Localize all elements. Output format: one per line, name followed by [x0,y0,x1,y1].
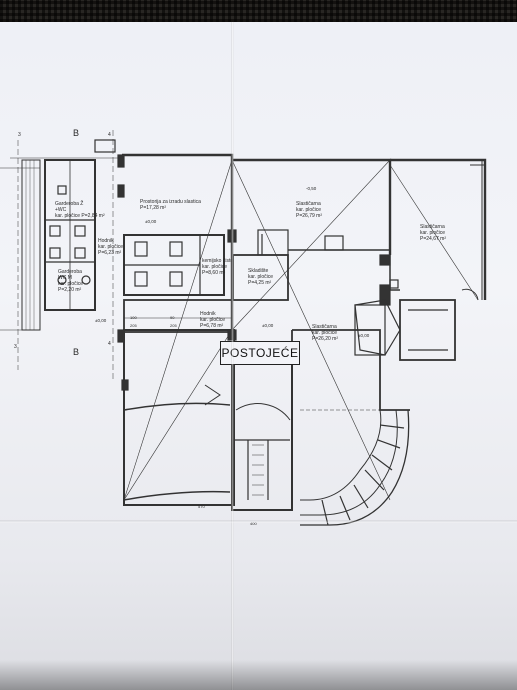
svg-text:Skladište: Skladište [248,268,269,274]
svg-text:kar. pločice: kar. pločice [312,330,337,336]
area-slasticarna-right: P=24,67 m² [420,236,446,242]
svg-text:P=8,60 m²: P=8,60 m² [202,270,226,276]
svg-text:P=6,78 m²: P=6,78 m² [200,323,224,329]
left-strip [21,159,41,331]
svg-text:P=17,28 m²: P=17,28 m² [140,205,166,211]
svg-text:P=26,20 m²: P=26,20 m² [312,336,338,342]
svg-text:WC M: WC M [58,275,72,281]
svg-text:±0,00: ±0,00 [95,318,107,323]
svg-text:P=6,23 m²: P=6,23 m² [98,250,122,256]
svg-text:400: 400 [250,521,257,526]
svg-text:kar. pločice: kar. pločice [296,207,321,213]
svg-text:P=4,25 m²: P=4,25 m² [248,280,272,286]
svg-text:+WC: +WC [55,207,67,213]
room-label-prostorija: Prostorija za izradu slastica [140,199,201,205]
svg-text:Garderoba: Garderoba [58,269,82,275]
wall-lower-left [123,329,235,506]
svg-text:Slastičarna: Slastičarna [312,324,337,330]
svg-text:-0,50: -0,50 [306,186,317,191]
axis-mark-right-top: 4 [108,132,111,138]
svg-text:kar. pločice P=2,84 m²: kar. pločice P=2,84 m² [55,213,105,219]
svg-text:205: 205 [170,323,177,328]
axis-mark-left-top: 3 [18,132,21,138]
svg-text:±0,00: ±0,00 [358,333,370,338]
svg-text:kar. pločice: kar. pločice [200,317,225,323]
svg-text:kar. pločice: kar. pločice [58,281,83,287]
svg-text:205: 205 [130,323,137,328]
axis-mark-right-bottom: 4 [108,341,111,347]
section-marker-top: B [73,128,79,138]
svg-text:P=2,20 m²: P=2,20 m² [58,287,82,293]
svg-text:±0,00: ±0,00 [262,323,274,328]
svg-text:570: 570 [198,504,205,509]
axis-mark-left-bottom: 3 [14,344,17,350]
svg-text:Garderoba Ž: Garderoba Ž [55,199,83,207]
svg-text:Hodnik: Hodnik [98,238,114,244]
section-marker-bottom: B [73,347,79,357]
svg-text:kar. pločice: kar. pločice [248,274,273,280]
svg-text:100: 100 [130,315,137,320]
svg-text:90: 90 [170,315,175,320]
svg-text:Slastičarna: Slastičarna [420,224,445,230]
svg-text:kar. pločice: kar. pločice [420,230,445,236]
area-slasticarna-mid: P=26,79 m² [296,213,322,219]
svg-text:kemijsko čisto: kemijsko čisto [202,258,233,264]
svg-text:±0,00: ±0,00 [145,219,157,224]
stair-core [231,359,293,511]
svg-text:kar. pločice: kar. pločice [202,264,227,270]
svg-text:Hodnik: Hodnik [200,311,216,317]
paper-fold-vertical [231,22,234,690]
wall-right [390,158,487,300]
bottom-shadow [0,660,517,690]
paper-fold-horizontal [0,520,517,523]
svg-text:kar. pločice: kar. pločice [98,244,123,250]
svg-text:Slastičarna: Slastičarna [296,201,321,207]
